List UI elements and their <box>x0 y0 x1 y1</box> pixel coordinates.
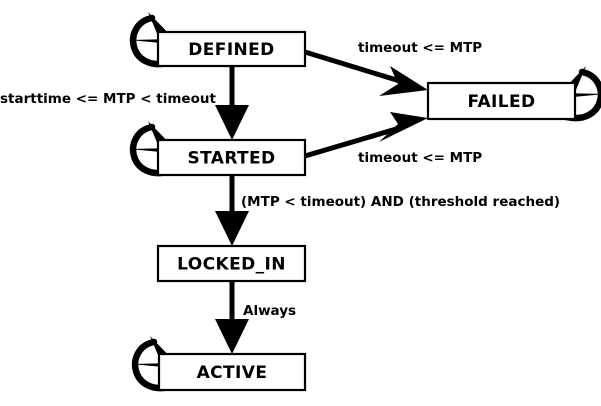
state-box-failed[interactable] <box>426 81 577 121</box>
state-box-active[interactable] <box>157 352 307 392</box>
state-label-active: ACTIVE <box>197 363 268 383</box>
state-label-failed: FAILED <box>467 92 535 112</box>
transition-defined-to-failed <box>304 49 428 96</box>
state-box-started[interactable] <box>156 138 307 177</box>
state-label-started: STARTED <box>187 149 275 169</box>
state-box-defined[interactable] <box>156 30 307 68</box>
defined-failed-arrowhead <box>379 66 428 96</box>
state-label-locked-in: LOCKED_IN <box>177 255 286 275</box>
transition-started-to-failed <box>304 112 428 159</box>
failed-self-loop-path <box>562 68 601 122</box>
defined-self-loop-path <box>129 14 172 68</box>
defined-started-arrowhead <box>215 105 249 140</box>
started-failed-arrowhead <box>379 112 428 142</box>
state-box-locked-in[interactable] <box>156 244 307 283</box>
state-node-defined[interactable]: DEFINED <box>156 30 307 68</box>
edge-label-mtp-threshold: (MTP < timeout) AND (threshold reached) <box>241 194 560 210</box>
state-node-locked-in[interactable]: LOCKED_IN <box>156 244 307 283</box>
state-label-defined: DEFINED <box>188 40 274 60</box>
edge-label-starttime-mtp-timeout: starttime <= MTP < timeout <box>0 91 216 107</box>
started-failed-line <box>304 124 404 159</box>
state-node-started[interactable]: STARTED <box>156 138 307 177</box>
edge-label-timeout-mtp-upper: timeout <= MTP <box>358 40 482 56</box>
transition-started-to-locked-in <box>215 175 249 246</box>
started-self-loop-path <box>129 123 172 177</box>
defined-failed-line <box>304 49 404 85</box>
transition-locked-in-to-active <box>215 281 249 354</box>
started-lockedin-arrowhead <box>215 211 249 246</box>
edge-label-always: Always <box>243 303 296 319</box>
state-node-active[interactable]: ACTIVE <box>157 352 307 392</box>
lockedin-active-arrowhead <box>215 319 249 354</box>
transition-defined-to-started <box>215 66 249 140</box>
edge-label-timeout-mtp-lower: timeout <= MTP <box>358 150 482 166</box>
state-node-failed[interactable]: FAILED <box>426 81 577 121</box>
